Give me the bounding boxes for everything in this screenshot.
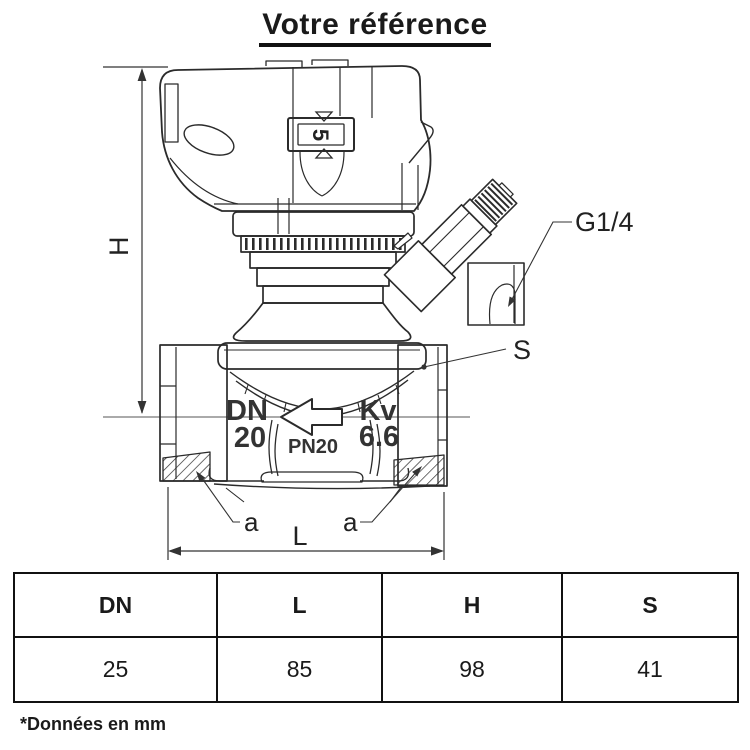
valve-handle <box>159 59 434 212</box>
marking-dn: DN <box>226 395 268 427</box>
dimension-l-label: L <box>292 521 307 551</box>
table-header-l: L <box>216 572 383 638</box>
dimension-l <box>167 487 445 560</box>
test-port <box>383 178 525 326</box>
thread-leaders <box>196 466 422 523</box>
marking-pn: PN20 <box>288 436 338 458</box>
setting-display-value: 5 <box>308 129 333 141</box>
body-markings: DN 20 Kv 6.6 PN20 <box>226 395 399 458</box>
table-value-h: 98 <box>381 636 563 703</box>
units-footnote: *Données en mm <box>20 714 167 734</box>
dimension-h-label: H <box>104 237 134 257</box>
table-header-h: H <box>381 572 563 638</box>
thread-label-right: a <box>343 507 358 537</box>
indicator-arrow-up <box>314 111 334 122</box>
dimensions-table: DN L H S 25 85 98 41 <box>13 572 739 703</box>
thread-label-left: a <box>244 507 259 537</box>
table-value-l: 85 <box>216 636 383 703</box>
setting-window <box>287 111 355 159</box>
indicator-arrow-down <box>314 148 334 159</box>
table-value-s: 41 <box>561 636 739 703</box>
page-title: Votre référence <box>259 8 491 47</box>
table-header-s: S <box>561 572 739 638</box>
marking-kv-value: 6.6 <box>359 421 399 453</box>
port-label: G1/4 <box>575 207 634 237</box>
handle-grip-hole <box>183 124 235 156</box>
table-value-row: 25 85 98 41 <box>13 636 739 703</box>
actuator-stack <box>232 198 415 342</box>
port-leader <box>508 221 572 307</box>
table-value-dn: 25 <box>13 636 218 703</box>
dimension-h <box>103 66 168 414</box>
table-header-row: DN L H S <box>13 572 739 638</box>
wrench-leader <box>421 348 507 370</box>
bonnet <box>232 302 412 342</box>
valve-technical-drawing: H 5 <box>103 59 634 560</box>
table-header-dn: DN <box>13 572 218 638</box>
flow-direction-arrow <box>280 398 343 436</box>
marking-kv: Kv <box>359 395 396 427</box>
title-wrap: Votre référence <box>0 8 750 47</box>
wrench-label: S <box>513 335 531 365</box>
marking-dn-value: 20 <box>234 422 266 454</box>
